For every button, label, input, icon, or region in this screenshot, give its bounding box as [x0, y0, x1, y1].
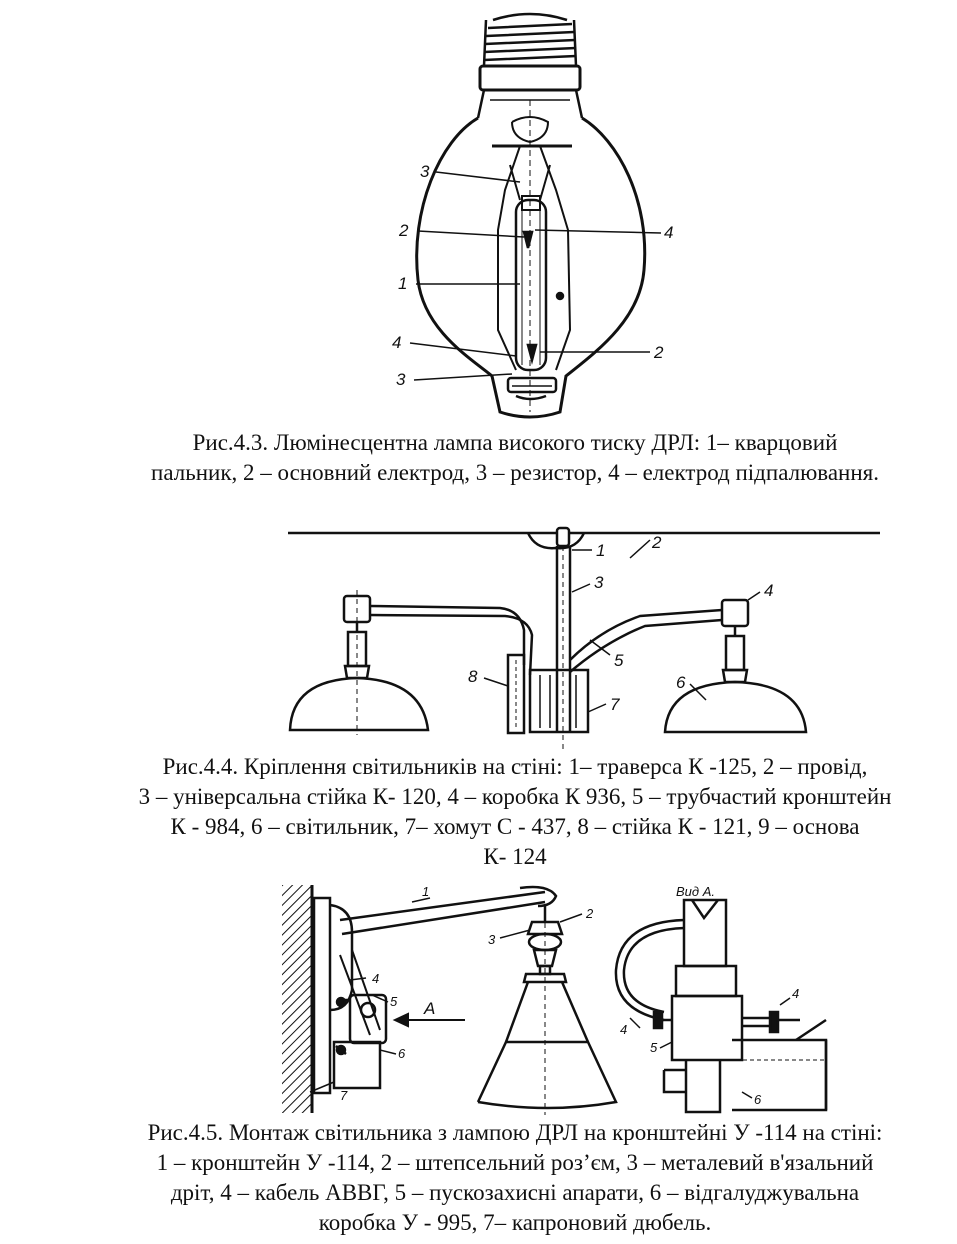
- label-apparatus-right: 5: [650, 1040, 658, 1055]
- figure-4-4-leaders: [483, 539, 761, 713]
- wall-apparatus: [332, 993, 388, 1090]
- label-resistor-top: 3: [420, 162, 430, 181]
- figure-4-4-caption-line-1: Рис.4.4. Кріплення світильників на стіні…: [162, 754, 868, 779]
- label-quartz-burner: 1: [398, 274, 407, 293]
- figure-4-3-drawing: 3 2 4 1 4 2 3: [392, 12, 673, 419]
- figure-4-3-caption-line-1: Рис.4.3. Люмінесцентна лампа високого ти…: [192, 430, 838, 455]
- label-luminaire: 6: [676, 673, 686, 692]
- view-arrow: [392, 1012, 465, 1028]
- universal-stand: [555, 546, 572, 750]
- left-luminaire: [288, 590, 430, 735]
- label-ignition-electrode-right: 4: [664, 223, 673, 242]
- lamp-inner-frame: [492, 100, 572, 412]
- label-stand: 3: [594, 573, 604, 592]
- figure-4-5-caption-line-4: коробка У - 995, 7– капроновий дюбель.: [318, 1210, 712, 1235]
- view-a-detail: [614, 898, 828, 1114]
- label-junction-box-right: 6: [754, 1092, 762, 1107]
- label-small-stand: 8: [468, 667, 478, 686]
- label-cable-right: 4: [620, 1022, 627, 1037]
- figure-4-3-caption-line-2: пальник, 2 – основний електрод, 3 – рези…: [151, 460, 879, 485]
- figure-4-4-caption: Рис.4.4. Кріплення світильників на стіні…: [80, 752, 950, 872]
- figure-4-5-caption-line-1: Рис.4.5. Монтаж світильника з лампою ДРЛ…: [147, 1120, 883, 1145]
- label-junction-box-left: 6: [398, 1046, 406, 1061]
- label-resistor-bottom: 3: [396, 370, 406, 389]
- traverse-clamp: [526, 526, 586, 550]
- label-bracket: 1: [422, 884, 429, 899]
- label-plug-connector: 2: [585, 906, 594, 921]
- label-view-title: Вид А.: [676, 884, 715, 899]
- label-cable-left: 4: [372, 971, 379, 986]
- label-cable-detail: 4: [792, 986, 799, 1001]
- label-binding-wire: 3: [488, 932, 496, 947]
- wall-plate: [312, 896, 354, 1095]
- figure-4-5-drawing: A Вид А.: [282, 884, 828, 1115]
- figure-4-5-caption-line-3: дріт, 4 – кабель АВВГ, 5 – пускозахисні …: [170, 1180, 860, 1205]
- figure-4-5-caption: Рис.4.5. Монтаж світильника з лампою ДРЛ…: [80, 1118, 950, 1238]
- label-wire: 2: [651, 533, 662, 552]
- label-box: 4: [764, 581, 773, 600]
- figure-4-3-caption: Рис.4.3. Люмінесцентна лампа високого ти…: [80, 428, 950, 488]
- figure-4-3-leaders: [409, 171, 662, 381]
- figure-4-5-caption-line-2: 1 – кронштейн У -114, 2 – штепсельний ро…: [156, 1150, 874, 1175]
- label-view-arrow: A: [423, 999, 435, 1018]
- quartz-burner: [514, 195, 565, 372]
- label-ignition-electrode-left: 4: [392, 333, 401, 352]
- lamp-bulb: [415, 116, 647, 419]
- lamp-base-mount: [506, 376, 558, 401]
- right-luminaire: [663, 598, 808, 734]
- label-dowel: 7: [340, 1088, 348, 1103]
- figure-4-4-drawing: 1 2 3 4 5 6 7 8: [288, 526, 880, 750]
- label-main-electrode-right: 2: [653, 343, 664, 362]
- bracket-arm: [339, 885, 558, 1036]
- label-bracket: 5: [614, 651, 624, 670]
- figure-4-4-caption-line-3: К - 984, 6 – світильник, 7– хомут С - 43…: [170, 814, 860, 839]
- hanging-luminaire: [476, 905, 618, 1115]
- figure-4-5-leaders: [309, 897, 791, 1099]
- figure-4-4-caption-line-4: К- 124: [483, 844, 547, 869]
- wall: [282, 885, 314, 1113]
- label-main-electrode-left: 2: [398, 221, 409, 240]
- figure-4-4-caption-line-2: 3 – універсальна стійка К- 120, 4 – коро…: [138, 784, 892, 809]
- label-clamp: 7: [610, 695, 620, 714]
- label-traverse: 1: [596, 541, 605, 560]
- tubular-brackets: [369, 604, 723, 676]
- clamp-block: [506, 653, 590, 735]
- label-apparatus-left: 5: [390, 994, 398, 1009]
